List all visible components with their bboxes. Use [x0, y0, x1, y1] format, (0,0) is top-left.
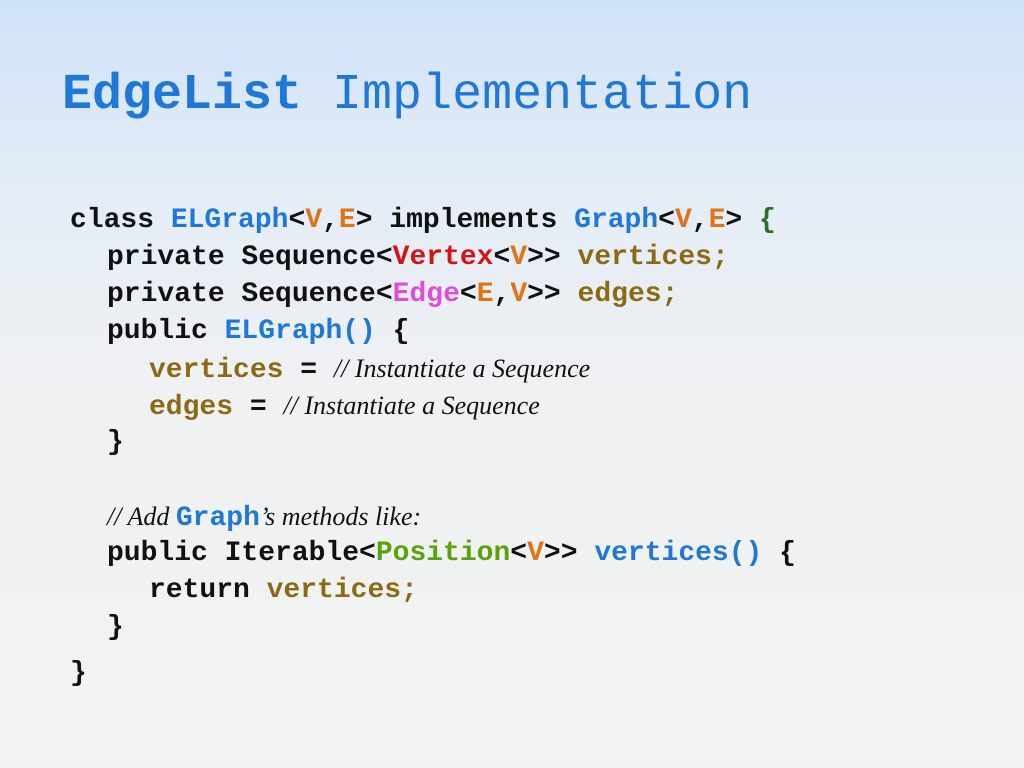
code-token: class [70, 205, 171, 236]
code-token: private Sequence< [107, 242, 393, 273]
title-rest: Implementation [302, 67, 753, 124]
code-token: vertices [149, 355, 284, 386]
code-token: V [305, 205, 323, 236]
code-token: return [149, 575, 267, 606]
code-token: } [107, 612, 124, 643]
code-token: < [493, 242, 511, 273]
code-line-constructor: public ELGraph() { [70, 313, 796, 350]
code-token: = [233, 392, 284, 423]
code-token: V [527, 538, 544, 569]
code-comment: // Add [107, 502, 176, 531]
code-comment: // Instantiate a Sequence [283, 391, 540, 420]
code-token: E [476, 279, 494, 310]
code-line-close-class: } [70, 655, 796, 692]
code-line-class-declaration: class ELGraph<V,E> implements Graph<V,E>… [70, 202, 796, 239]
code-token: { [375, 316, 410, 347]
code-comment: // Instantiate a Sequence [333, 354, 591, 383]
code-token: edges [149, 392, 234, 423]
code-comment: ’s methods like: [259, 502, 422, 531]
code-blank-line [70, 461, 796, 498]
code-token: >> [543, 538, 595, 569]
code-token: } [107, 427, 124, 458]
code-token: E [338, 205, 356, 236]
code-token: , [691, 205, 709, 236]
code-token: ; [401, 575, 418, 606]
code-token: < [459, 279, 477, 310]
code-token: vertices [266, 575, 402, 606]
code-token: Graph [175, 503, 260, 534]
code-token: = [283, 355, 334, 386]
code-token: ELGraph [170, 205, 289, 236]
code-token: ; [711, 242, 729, 273]
code-token: vertices [577, 242, 712, 273]
title-class-name: EdgeList [62, 67, 303, 124]
code-token: E [708, 205, 726, 236]
code-line-close-method: } [70, 609, 796, 646]
code-token: < [658, 205, 675, 236]
code-token: < [510, 538, 528, 569]
code-token: Edge [392, 279, 460, 310]
code-token: private Sequence< [107, 279, 393, 310]
code-token: edges [577, 279, 662, 310]
code-line-comment: // Add Graph’s methods like: [70, 498, 796, 535]
slide-title: EdgeList Implementation [62, 66, 752, 126]
code-line-edges-field: private Sequence<Edge<E,V>> edges; [70, 276, 796, 313]
code-token: ELGraph() [224, 316, 376, 347]
code-line-vertices-assign: vertices = // Instantiate a Sequence [70, 350, 796, 387]
code-line-return: return vertices; [70, 572, 796, 609]
code-token: Graph [574, 205, 659, 236]
code-token: , [493, 279, 511, 310]
code-token: public [107, 316, 225, 347]
code-token: >> [527, 242, 578, 273]
code-token: ; [661, 279, 679, 310]
code-token: { [759, 205, 776, 236]
code-token: V [674, 205, 692, 236]
code-token: vertices() [594, 538, 763, 569]
code-line-vertices-method: public Iterable<Position<V>> vertices() … [70, 535, 796, 572]
code-token: Vertex [392, 242, 494, 273]
code-token: , [322, 205, 339, 236]
code-line-edges-assign: edges = // Instantiate a Sequence [70, 387, 796, 424]
code-token: > [725, 205, 760, 236]
code-token: < [288, 205, 306, 236]
code-token: Position [375, 538, 511, 569]
code-block: class ELGraph<V,E> implements Graph<V,E>… [70, 202, 796, 692]
code-token: > implements [355, 205, 575, 236]
code-token: public Iterable< [107, 538, 376, 569]
code-token: { [762, 538, 796, 569]
code-token: V [510, 242, 528, 273]
code-token: V [510, 279, 528, 310]
code-token: } [70, 658, 87, 689]
code-line-vertices-field: private Sequence<Vertex<V>> vertices; [70, 239, 796, 276]
code-token: >> [527, 279, 578, 310]
code-line-close-constructor: } [70, 424, 796, 461]
